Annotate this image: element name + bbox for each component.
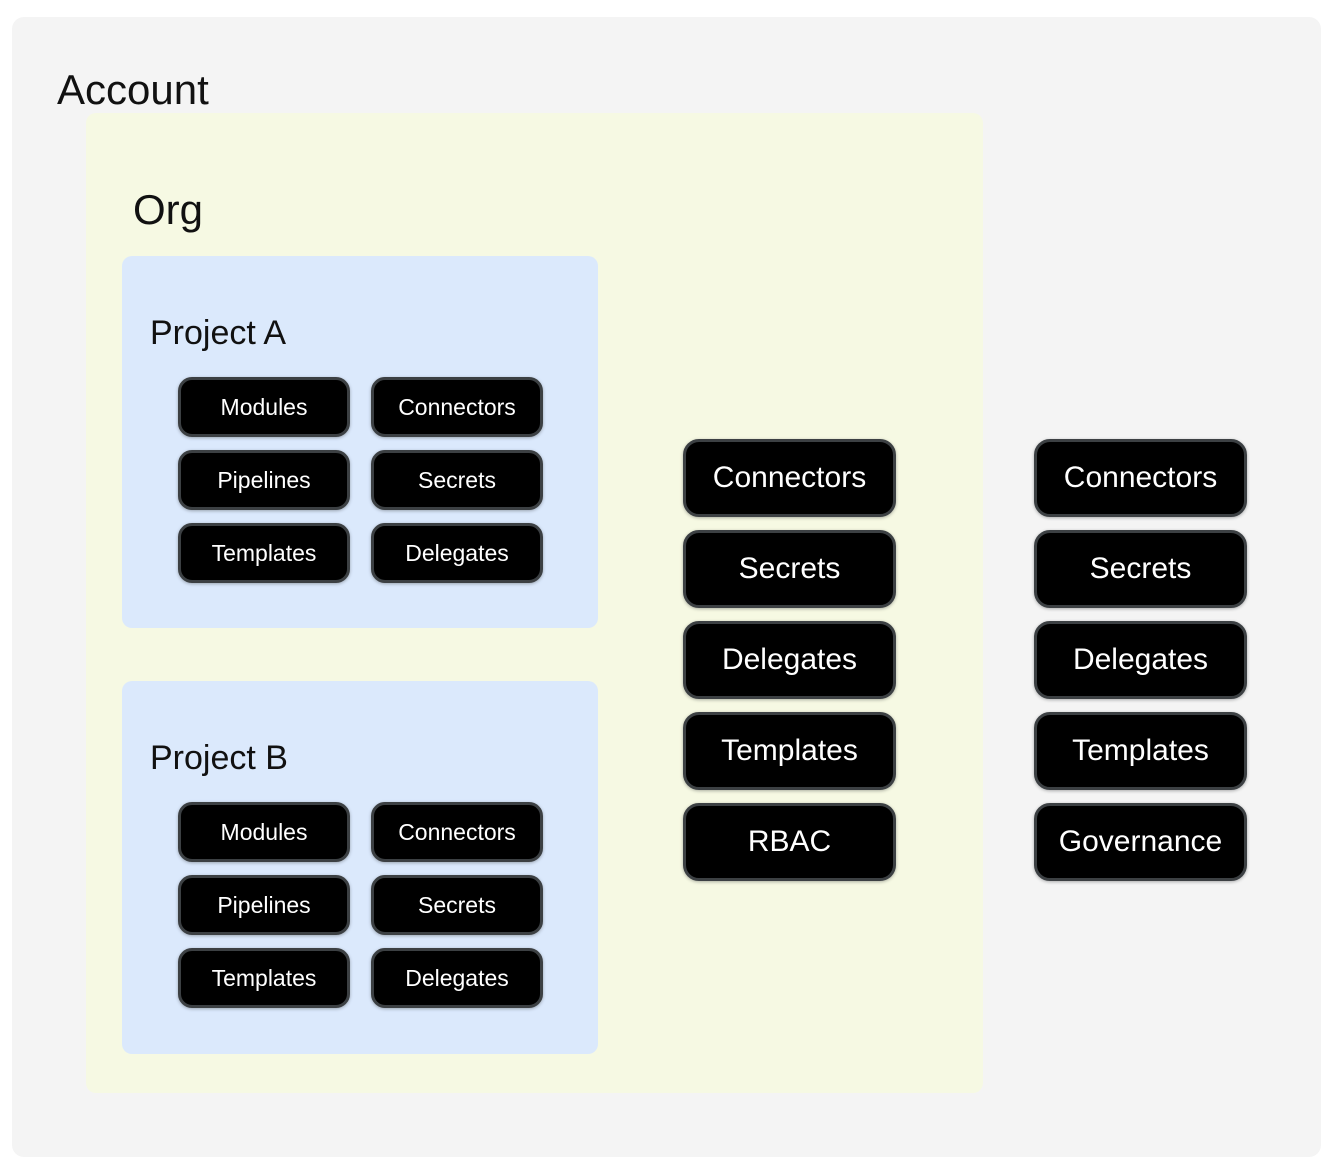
org-container: Org Project A Modules Connectors Pipelin… <box>86 113 983 1093</box>
project-a-pill-connectors: Connectors <box>371 377 543 437</box>
account-pill-delegates: Delegates <box>1034 621 1247 699</box>
org-resource-column: Connectors Secrets Delegates Templates R… <box>683 439 896 881</box>
project-a-pill-delegates: Delegates <box>371 523 543 583</box>
project-a-title: Project A <box>150 314 287 352</box>
project-a-resource-grid: Modules Connectors Pipelines Secrets Tem… <box>178 377 543 583</box>
account-title: Account <box>57 66 209 114</box>
project-b-pill-connectors: Connectors <box>371 802 543 862</box>
account-resource-column: Connectors Secrets Delegates Templates G… <box>1034 439 1247 881</box>
org-pill-rbac: RBAC <box>683 803 896 881</box>
project-b-container: Project B Modules Connectors Pipelines S… <box>122 681 598 1054</box>
project-b-title: Project B <box>150 739 288 777</box>
project-a-pill-templates: Templates <box>178 523 350 583</box>
project-b-resource-grid: Modules Connectors Pipelines Secrets Tem… <box>178 802 543 1008</box>
account-pill-connectors: Connectors <box>1034 439 1247 517</box>
org-pill-delegates: Delegates <box>683 621 896 699</box>
org-pill-templates: Templates <box>683 712 896 790</box>
account-pill-secrets: Secrets <box>1034 530 1247 608</box>
project-b-pill-templates: Templates <box>178 948 350 1008</box>
project-b-pill-delegates: Delegates <box>371 948 543 1008</box>
project-a-pill-modules: Modules <box>178 377 350 437</box>
org-title: Org <box>133 185 204 233</box>
account-pill-templates: Templates <box>1034 712 1247 790</box>
project-b-pill-pipelines: Pipelines <box>178 875 350 935</box>
account-container: Account Org Project A Modules Connectors… <box>12 17 1321 1157</box>
project-a-pill-secrets: Secrets <box>371 450 543 510</box>
project-a-pill-pipelines: Pipelines <box>178 450 350 510</box>
project-a-container: Project A Modules Connectors Pipelines S… <box>122 256 598 628</box>
account-pill-governance: Governance <box>1034 803 1247 881</box>
project-b-pill-secrets: Secrets <box>371 875 543 935</box>
org-pill-secrets: Secrets <box>683 530 896 608</box>
project-b-pill-modules: Modules <box>178 802 350 862</box>
org-pill-connectors: Connectors <box>683 439 896 517</box>
